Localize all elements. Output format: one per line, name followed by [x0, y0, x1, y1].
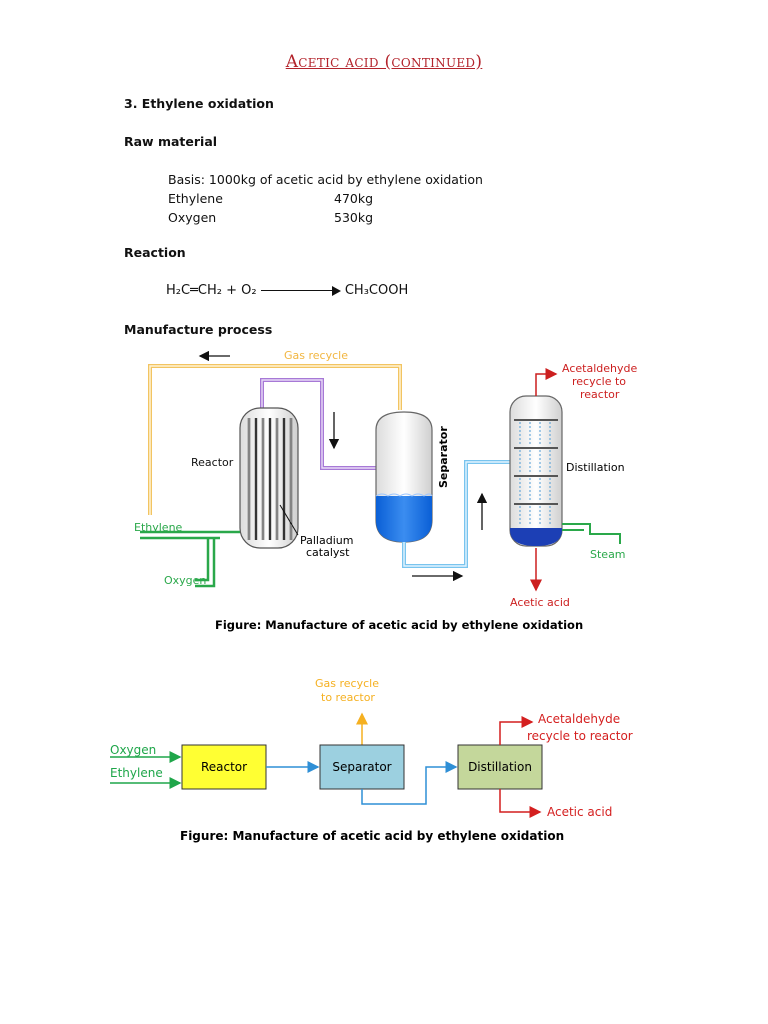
- bf-acetic-acid-label: Acetic acid: [547, 805, 612, 819]
- material-name: Ethylene: [168, 191, 223, 206]
- distillation-box-label: Distillation: [468, 760, 532, 774]
- figure2-caption: Figure: Manufacture of acetic acid by et…: [180, 829, 564, 843]
- catalyst-label: catalyst: [306, 546, 350, 559]
- bf-ethylene-label: Ethylene: [110, 766, 163, 780]
- steam-line: [562, 523, 621, 544]
- block-flow-diagram: Gas recycle to reactor Oxygen Ethylene R…: [110, 677, 633, 819]
- bf-gas-recycle-label-1: Gas recycle: [315, 677, 379, 690]
- process-heading: Manufacture process: [124, 322, 273, 337]
- steam-label: Steam: [590, 548, 626, 561]
- figure1-caption: Figure: Manufacture of acetic acid by et…: [215, 618, 583, 632]
- material-amount: 530kg: [334, 210, 374, 225]
- distillation-label: Distillation: [566, 461, 625, 474]
- section-heading: 3. Ethylene oxidation: [124, 96, 274, 111]
- acetic-acid-label: Acetic acid: [510, 596, 570, 609]
- reactor-label: Reactor: [191, 456, 234, 469]
- acetaldehyde-output-arrow: [499, 716, 534, 745]
- acetaldehyde-label-1: Acetaldehyde: [562, 362, 637, 375]
- material-name: Oxygen: [168, 210, 217, 225]
- gas-recycle-label: Gas recycle: [284, 349, 348, 362]
- reactor-box: [181, 744, 267, 790]
- acetaldehyde-outlet: [535, 368, 558, 396]
- reactor-vessel: [239, 407, 299, 549]
- oxygen-feed-line: [195, 538, 210, 582]
- distillation-column: [509, 395, 563, 547]
- raw-material-heading: Raw material: [124, 134, 218, 149]
- separator-box-label: Separator: [332, 760, 391, 774]
- reaction-arrow: [260, 285, 341, 296]
- raw-material-block: Basis: 1000kg of acetic acid by ethylene…: [168, 170, 483, 227]
- reaction-rhs: CH₃COOH: [344, 283, 409, 298]
- material-amount: 470kg: [334, 191, 374, 206]
- distillation-box: [457, 744, 543, 790]
- bf-gas-recycle-label-2: to reactor: [321, 691, 375, 704]
- bf-acetaldehyde-label-2: recycle to reactor: [527, 729, 633, 743]
- catalyst-leader: [279, 504, 299, 536]
- material-row: Ethylene 470kg: [168, 189, 483, 208]
- bf-oxygen-label: Oxygen: [110, 743, 156, 757]
- reactor-box-label: Reactor: [201, 760, 247, 774]
- separator-box: [319, 744, 405, 790]
- separator-to-distillation-arrow: [361, 761, 458, 805]
- material-row: Oxygen 530kg: [168, 208, 483, 227]
- basis-text: Basis: 1000kg of acetic acid by ethylene…: [168, 172, 483, 187]
- acetic-acid-output-arrow: [499, 789, 542, 818]
- separator-label: Separator: [437, 426, 450, 488]
- ethylene-label: Ethylene: [134, 521, 183, 534]
- gas-recycle-line: [148, 364, 402, 515]
- page-title: Acetic acid (continued): [285, 52, 483, 72]
- reaction-equation: H₂C═CH₂ + O₂ CH₃COOH: [166, 283, 408, 298]
- reaction-heading: Reaction: [124, 245, 186, 260]
- palladium-label: Palladium: [300, 534, 353, 547]
- bf-acetaldehyde-label-1: Acetaldehyde: [538, 712, 620, 726]
- acetaldehyde-label-3: reactor: [580, 388, 620, 401]
- acetaldehyde-label-2: recycle to: [572, 375, 626, 388]
- oxygen-label: Oxygen: [164, 574, 206, 587]
- reaction-lhs: H₂C═CH₂ + O₂: [166, 283, 257, 298]
- separator-vessel: [375, 411, 433, 543]
